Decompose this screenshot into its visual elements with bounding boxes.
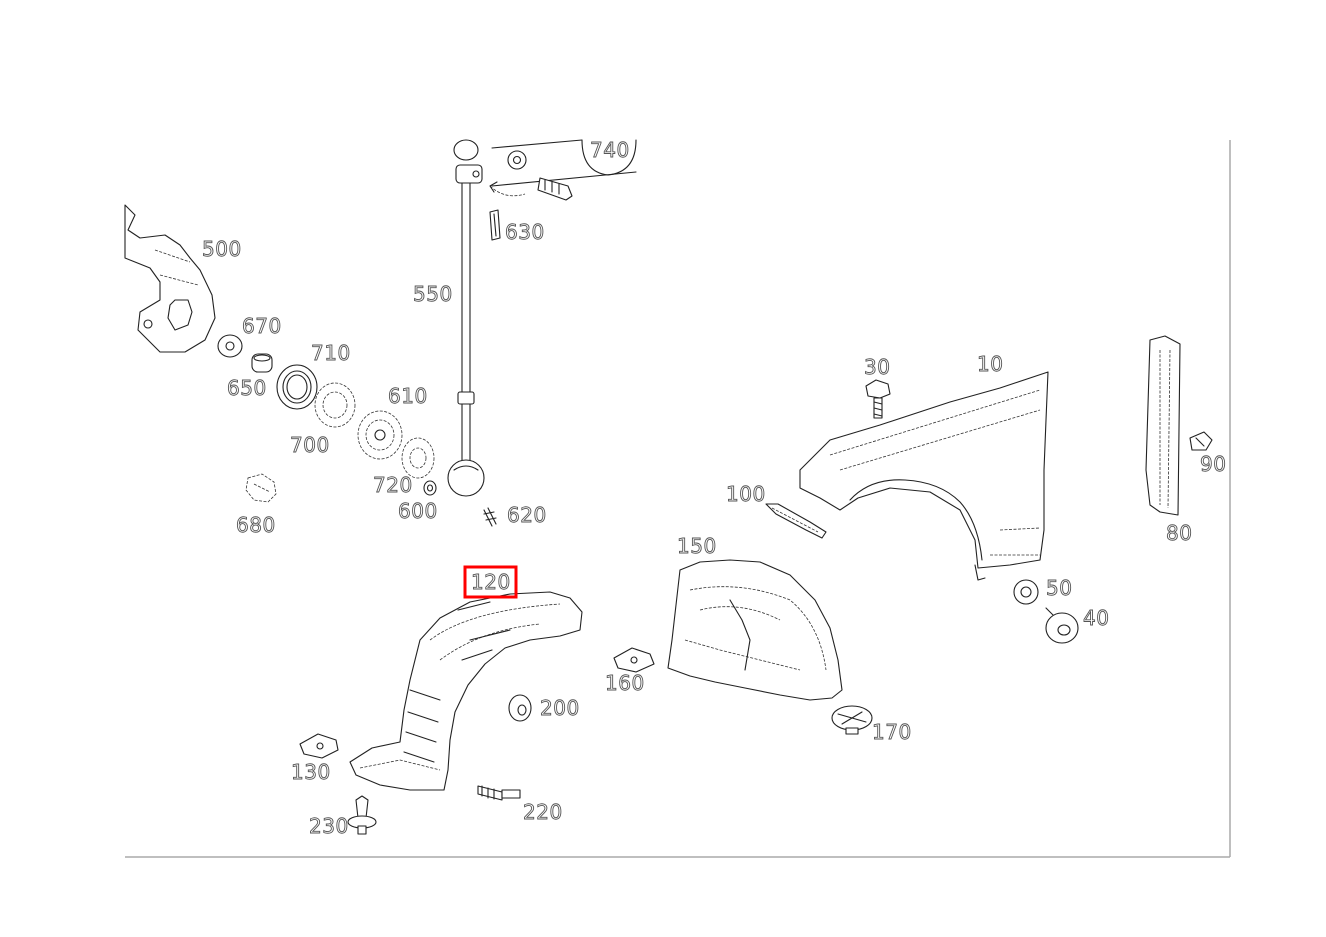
part-100-strip-drawing[interactable]	[765, 503, 827, 539]
part-30-bolt-drawing[interactable]	[865, 379, 891, 419]
label-230[interactable]: 230	[309, 814, 349, 839]
part-610-disc-drawing[interactable]	[357, 410, 403, 460]
label-220[interactable]: 220	[523, 800, 563, 825]
diagram-frame	[125, 140, 1231, 858]
highlight-box-120	[463, 565, 518, 599]
part-150-liner-drawing[interactable]	[667, 559, 843, 701]
part-120-liner-drawing[interactable]	[349, 591, 583, 791]
part-labels: 740 630 500 550 670 710 650 610 700 720 …	[202, 138, 1227, 839]
label-650[interactable]: 650	[227, 376, 267, 401]
label-10[interactable]: 10	[977, 352, 1004, 377]
part-500-bracket-drawing[interactable]	[124, 204, 216, 353]
label-100[interactable]: 100	[726, 482, 766, 507]
label-90[interactable]: 90	[1200, 452, 1227, 477]
label-720[interactable]: 720	[373, 473, 413, 498]
label-670[interactable]: 670	[242, 314, 282, 339]
part-160-clip-drawing[interactable]	[613, 647, 655, 673]
part-10-fender-drawing[interactable]	[799, 371, 1049, 581]
label-710[interactable]: 710	[311, 341, 351, 366]
label-680[interactable]: 680	[236, 513, 276, 538]
part-650-bushing-drawing[interactable]	[251, 353, 273, 373]
part-550-rod-drawing[interactable]	[447, 139, 485, 497]
label-610[interactable]: 610	[388, 384, 428, 409]
part-50-nut-drawing[interactable]	[1013, 579, 1039, 605]
label-200[interactable]: 200	[540, 696, 580, 721]
part-90-clip-drawing[interactable]	[1189, 431, 1213, 451]
part-40-screw-drawing[interactable]	[1045, 607, 1079, 644]
label-130[interactable]: 130	[291, 760, 331, 785]
part-230-pin-drawing[interactable]	[347, 795, 377, 835]
label-500[interactable]: 500	[202, 237, 242, 262]
label-550[interactable]: 550	[413, 282, 453, 307]
label-120[interactable]: 120	[471, 570, 511, 595]
label-30[interactable]: 30	[864, 355, 891, 380]
label-160[interactable]: 160	[605, 671, 645, 696]
part-220-rivet-drawing[interactable]	[477, 785, 521, 801]
part-620-screw-drawing[interactable]	[483, 507, 497, 527]
label-170[interactable]: 170	[872, 720, 912, 745]
label-80[interactable]: 80	[1166, 521, 1193, 546]
label-50[interactable]: 50	[1046, 576, 1073, 601]
part-710-ring-drawing[interactable]	[276, 364, 318, 410]
label-630[interactable]: 630	[505, 220, 545, 245]
part-170-expander-drawing[interactable]	[831, 705, 873, 735]
label-620[interactable]: 620	[507, 503, 547, 528]
label-700[interactable]: 700	[290, 433, 330, 458]
part-80-pillar-drawing[interactable]	[1145, 335, 1181, 516]
part-700-joint-drawing[interactable]	[314, 382, 356, 428]
part-680-clip-drawing[interactable]	[245, 473, 277, 503]
label-600[interactable]: 600	[398, 499, 438, 524]
part-600-washer-drawing[interactable]	[423, 480, 437, 496]
label-150[interactable]: 150	[677, 534, 717, 559]
label-40[interactable]: 40	[1083, 606, 1110, 631]
part-670-washer-drawing[interactable]	[217, 334, 243, 358]
part-740-detail-drawing[interactable]	[489, 139, 637, 201]
part-630-clip-drawing[interactable]	[489, 209, 501, 241]
label-740[interactable]: 740	[590, 138, 630, 163]
part-720-plate-drawing[interactable]	[401, 437, 435, 479]
part-200-clip-drawing[interactable]	[508, 694, 532, 722]
part-130-clip-drawing[interactable]	[299, 733, 339, 759]
